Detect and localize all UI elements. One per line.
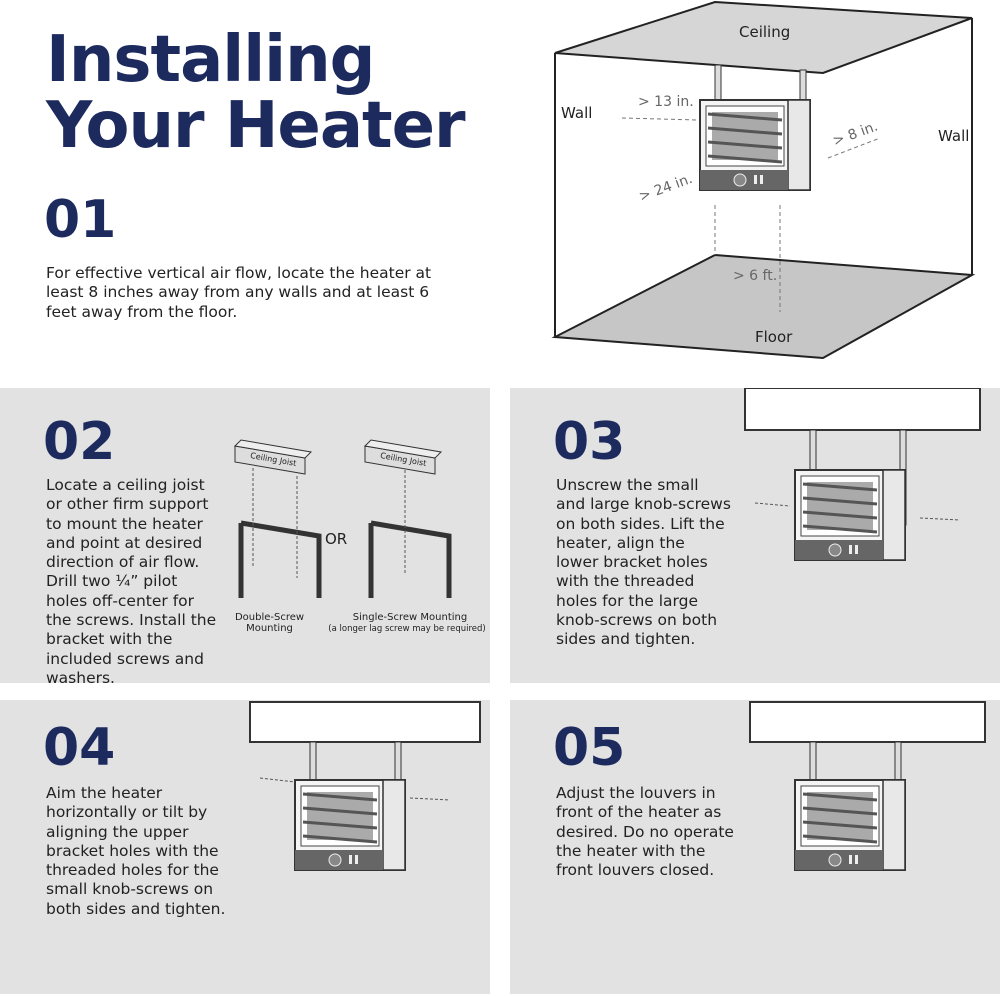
step-text: Unscrew the small and large knob-screws … [556,476,731,649]
distance-floor: > 6 ft. [733,268,778,284]
floor-label: Floor [755,328,793,346]
double-screw-caption: Double-Screw Mounting [234,612,305,634]
heater-illustration [249,701,481,872]
wall-right-label: Wall [938,127,970,145]
step-text: For effective vertical air flow, locate … [46,264,432,321]
step-text: Adjust the louvers in front of the heate… [556,784,734,880]
title-line-2: Your Heater [46,89,466,163]
bracket-illustration [233,439,452,598]
step-text: Locate a ceiling joist or other firm sup… [46,476,217,687]
distance-left: > 13 in. [638,94,694,110]
step-number: 02 [43,412,116,472]
step-number: 04 [43,718,116,778]
single-screw-note: (a longer lag screw may be required) [328,624,486,634]
step-number: 05 [553,718,626,778]
step-5-panel: 05 Adjust the louvers in front of the he… [510,700,1000,994]
step-number: 03 [553,412,626,472]
room-illustration [551,0,976,360]
or-label: OR [325,530,348,548]
wall-left-label: Wall [561,104,593,122]
step-4-panel: 04 Aim the heater horizontally or tilt b… [0,700,490,994]
heater-illustration [744,388,981,562]
step-number: 01 [44,190,117,250]
title-line-1: Installing [46,23,375,97]
step-text: Aim the heater horizontally or tilt by a… [46,784,226,918]
step-2-panel: 02 Locate a ceiling joist or other firm … [0,388,490,687]
step-3-panel: 03 Unscrew the small and large knob-scre… [510,388,1000,683]
heater-illustration [749,701,986,872]
single-screw-caption: Single-Screw Mounting [352,612,468,623]
ceiling-label: Ceiling [739,23,791,41]
